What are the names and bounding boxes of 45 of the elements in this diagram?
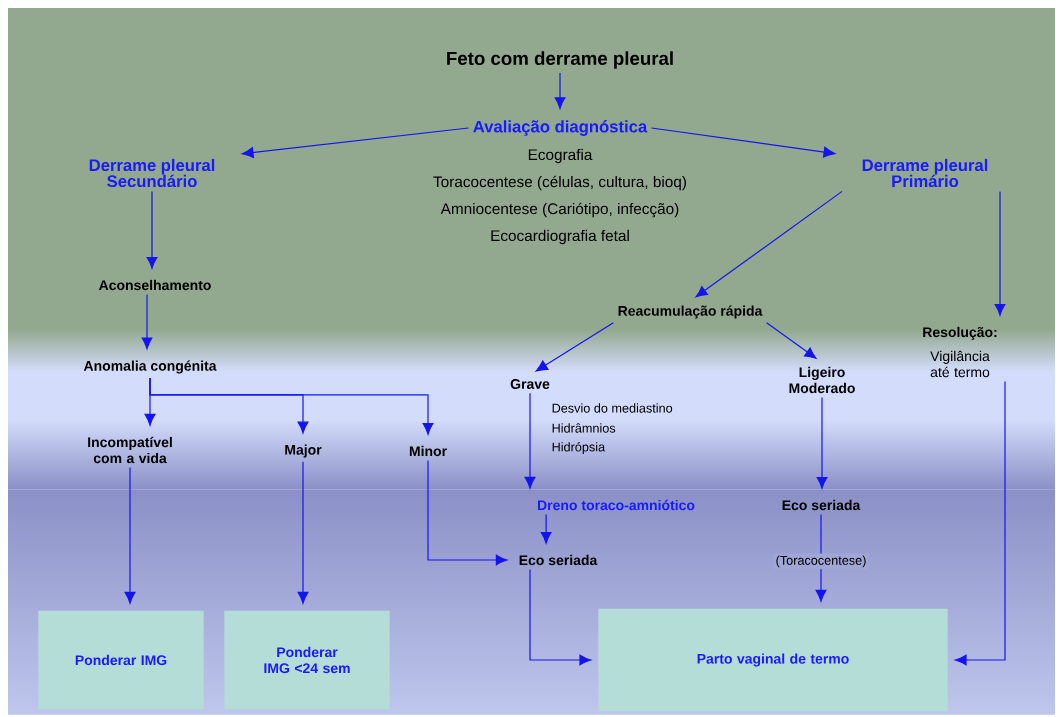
note-text: Desvio do mediastino [552, 403, 673, 413]
arrow [297, 461, 309, 604]
step-label: Grave [510, 379, 550, 389]
step-label: Dreno toraco-amniótico [538, 499, 695, 511]
edge-label: (Toracocentese) [773, 553, 869, 570]
outcome-box: Ponderar IMG [38, 610, 204, 710]
arrow [954, 380, 1006, 666]
step-label: Eco seriada [519, 554, 598, 566]
arrow [695, 190, 843, 298]
step-label: Eco seriada [782, 499, 861, 511]
arrow [766, 322, 817, 359]
title-label: Feto com derrame pleural [447, 51, 673, 69]
step-label: Ligeiro Moderado [789, 366, 855, 394]
arrow [149, 377, 434, 435]
note-text: Toracocentese (células, cultura, bioq) [433, 175, 686, 191]
note-text: Ecocardiografia fetal [491, 229, 629, 245]
note-text: Hidrâmnios [552, 423, 616, 433]
arrow [535, 322, 614, 372]
step-label: Derrame pleural Secundário [89, 158, 215, 188]
note-text: Amniocentese (Cariótipo, infecção) [440, 202, 679, 218]
step-label: Derrame pleural Primário [862, 158, 988, 188]
arrow [540, 513, 552, 544]
arrow [650, 127, 836, 158]
step-label: Reacumulação rápida [618, 305, 763, 319]
arrow [427, 459, 508, 566]
step-label: Avaliação diagnóstica [473, 120, 648, 136]
outcome-box: Ponderar IMG <24 sem [224, 610, 390, 710]
step-label: Major [285, 444, 322, 458]
arrow [816, 396, 828, 489]
step-label: Incompatível com a vida [88, 436, 172, 464]
step-label: Resolução: Vigilância até termo [923, 326, 997, 378]
arrow [241, 127, 470, 158]
arrow [124, 466, 136, 604]
arrow [146, 190, 158, 269]
step-label: Minor [409, 445, 447, 457]
arrow [994, 190, 1006, 316]
arrow [554, 72, 566, 110]
step-label: Aconselhamento [98, 279, 211, 291]
note-text: Hidrópsia [552, 442, 606, 454]
arrow [141, 293, 153, 350]
arrow [529, 568, 592, 666]
arrow [524, 392, 536, 489]
note-text: Ecografia [528, 148, 593, 164]
step-label: Anomalia congénita [83, 360, 217, 374]
outcome-box: Parto vaginal de termo [598, 608, 948, 712]
